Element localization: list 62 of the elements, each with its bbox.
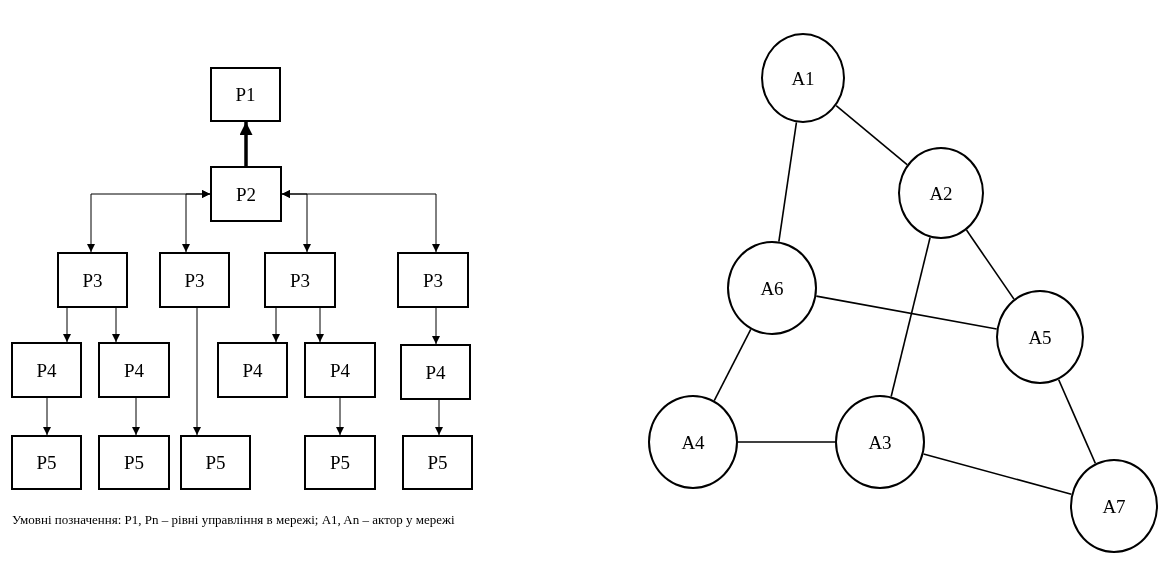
arrow: [435, 399, 443, 436]
node-label: P4: [123, 360, 145, 380]
arrow: [336, 397, 344, 436]
arrow: [239, 122, 253, 166]
node-label: P4: [425, 362, 446, 382]
level-box: [180, 435, 251, 490]
connector-line: [890, 236, 931, 398]
node-label: A7: [1102, 496, 1126, 516]
arrow: [281, 190, 440, 253]
node-label: P4: [329, 360, 351, 380]
node-label: P5: [427, 453, 448, 472]
arrow: [132, 397, 140, 436]
node-label: P4: [36, 360, 57, 380]
level-box: [210, 67, 281, 122]
level-box: [57, 252, 128, 308]
connector-line: [1057, 378, 1097, 465]
connector-line: [713, 328, 752, 402]
node-label: A5: [1028, 327, 1052, 347]
node-label: A1: [791, 68, 815, 88]
connector-line: [965, 229, 1015, 300]
node-label: P3: [422, 270, 444, 290]
node-label: A3: [868, 432, 892, 452]
arrow: [43, 397, 51, 436]
level-box: [11, 435, 82, 490]
node-label: P5: [329, 453, 351, 472]
level-box: [11, 342, 82, 398]
arrow: [182, 190, 211, 253]
level-box: [400, 344, 471, 400]
node-label: P2: [235, 184, 257, 204]
node-label: P5: [205, 453, 226, 472]
arrow: [272, 307, 280, 343]
node-label: P3: [289, 270, 311, 290]
connector-line: [815, 295, 998, 330]
level-box: [217, 342, 288, 398]
level-box: [264, 252, 336, 308]
level-box: [98, 342, 170, 398]
arrow: [63, 307, 71, 343]
arrow: [316, 307, 324, 343]
level-box: [402, 435, 473, 490]
level-box: [159, 252, 230, 308]
connector-line: [778, 121, 798, 243]
level-box: [98, 435, 170, 490]
arrow: [112, 307, 120, 343]
node-label: A2: [929, 183, 953, 203]
node-label: P3: [82, 270, 103, 290]
node-label: P5: [36, 453, 57, 472]
node-label: P1: [235, 85, 256, 104]
node-label: P4: [242, 360, 263, 380]
node-label: A6: [760, 278, 784, 298]
arrow: [432, 307, 440, 345]
node-label: P5: [123, 453, 145, 472]
level-box: [397, 252, 469, 308]
caption: Умовні позначення: P1, Pn – рівні управління в мережі; A1, An – актор у мережі: [12, 511, 455, 529]
level-box: [304, 342, 376, 398]
node-label: A4: [681, 432, 705, 452]
level-box: [210, 166, 282, 222]
connector-line: [737, 441, 836, 443]
connector-line: [835, 104, 908, 166]
node-label: P3: [184, 270, 205, 290]
connector-line: [922, 453, 1073, 496]
arrow: [193, 307, 201, 436]
level-box: [304, 435, 376, 490]
